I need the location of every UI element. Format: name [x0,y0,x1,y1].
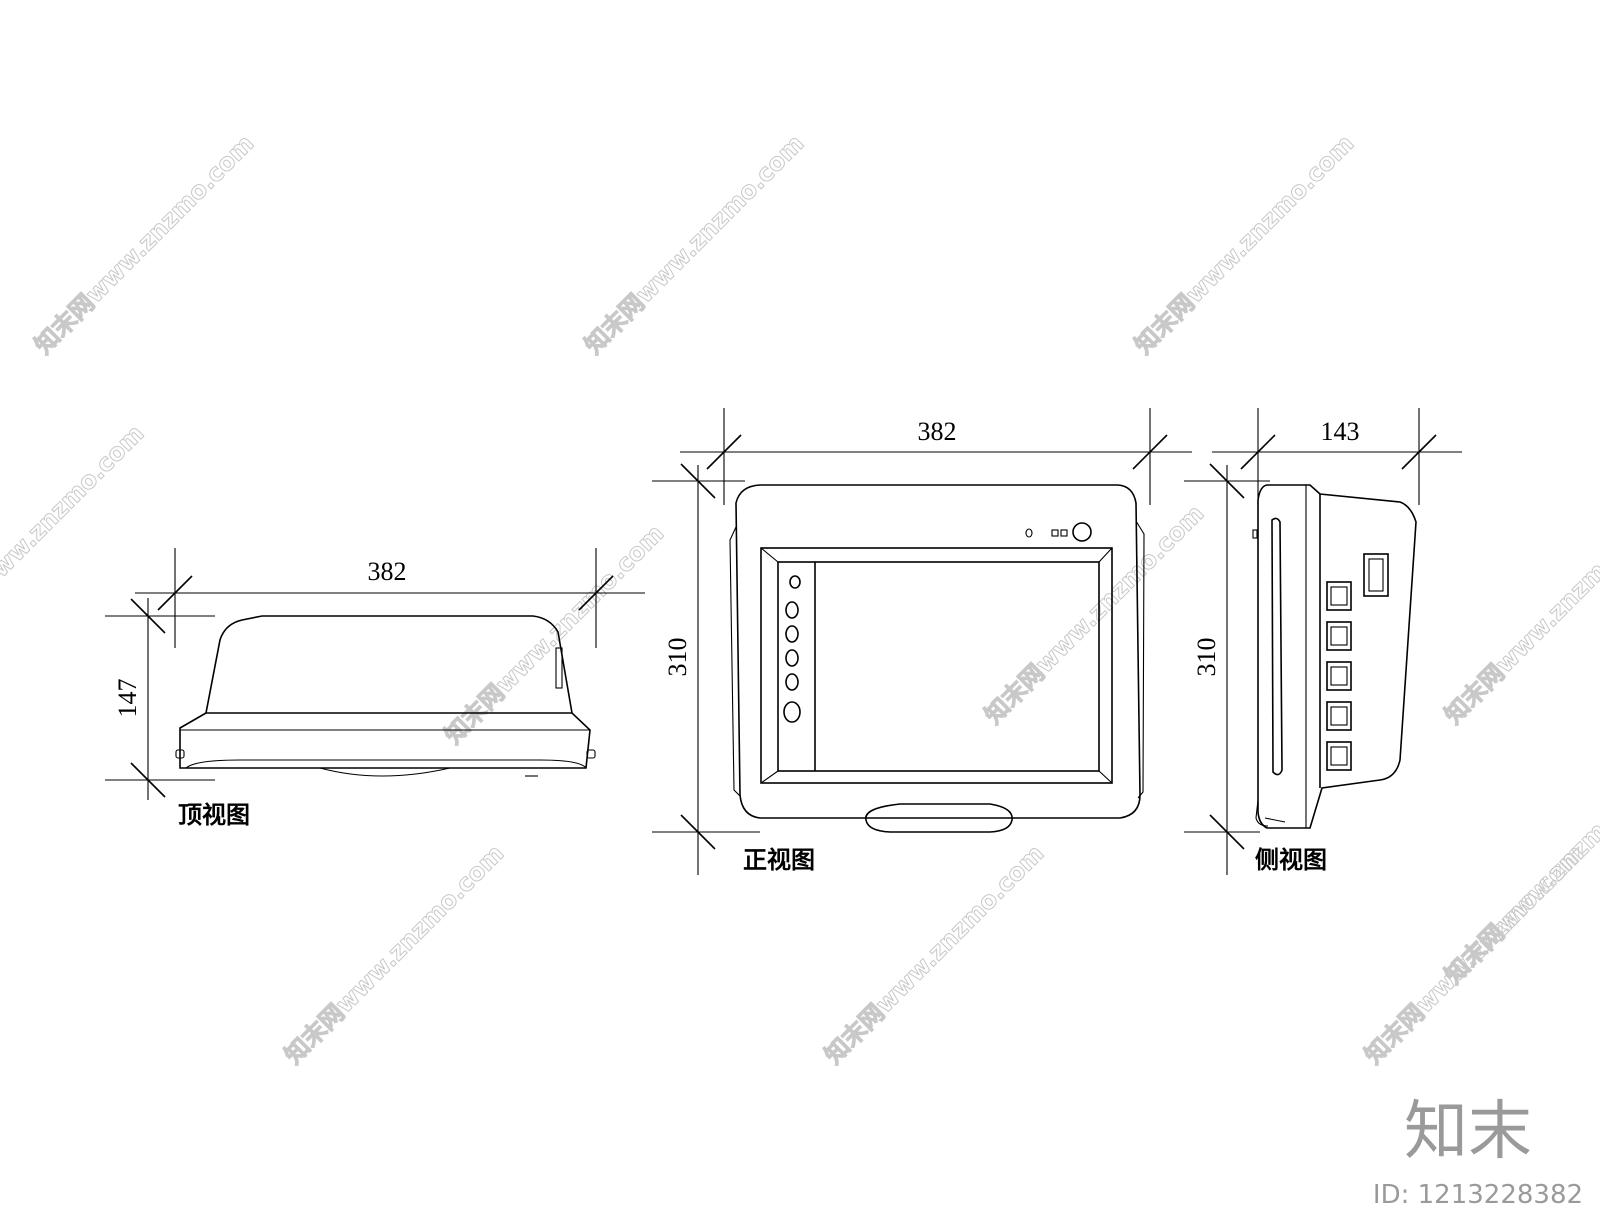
side-view-device [1252,484,1417,829]
brand-logo: 知末 [1404,1095,1532,1169]
side-width-label: 143 [1321,417,1360,446]
top-view: 382 147 顶视图 [105,548,645,829]
brand-id: ID: 1213228382 [1373,1180,1583,1210]
watermark-layer: 知末网www.znzmo.com 知末网www.znzmo.com 知末网www.z… [0,129,1600,1070]
watermark-text: 知末网www.znzmo.com [29,129,259,359]
front-view-caption: 正视图 [743,845,815,874]
watermark-text: 知末网www.znzmo.com [1129,129,1359,359]
front-view-width-dimension: 382 [680,408,1192,505]
watermark-text: 知末网www.znzmo.com [0,419,149,649]
top-height-label: 147 [113,679,142,718]
top-view-height-dimension: 147 [105,598,215,800]
front-view-buttons [783,575,801,723]
top-view-width-dimension: 382 [135,548,645,648]
front-height-label: 310 [663,638,692,677]
watermark-text: 知末网www.znzmo.com [979,499,1209,729]
front-view-device [729,484,1145,833]
front-view-height-dimension: 310 [652,463,760,875]
side-view-caption: 侧视图 [1255,845,1327,874]
watermark-text: 知末网www.znzmo.com [1439,759,1600,989]
side-height-label: 310 [1192,638,1221,677]
top-view-device [175,615,596,777]
watermark-text: 知末网www.znzmo.com [1439,499,1600,729]
watermark-text: 知末网www.znzmo.com [579,129,809,359]
watermark-text: 知末网www.znzmo.com [279,839,509,1069]
side-view: 143 310 [1184,408,1462,875]
side-view-width-dimension: 143 [1212,408,1462,505]
side-view-ports [1326,553,1389,771]
brand-block: 知末 ID: 1213228382 [1373,1095,1583,1210]
top-view-caption: 顶视图 [178,800,250,829]
side-view-height-dimension: 310 [1184,463,1270,875]
front-width-label: 382 [918,417,957,446]
front-view: 382 310 [652,408,1192,875]
watermark-text: 知末网www.znzmo.com [819,839,1049,1069]
top-width-label: 382 [368,557,407,586]
watermark-text: 知末网www.znzmo.com [439,519,669,749]
